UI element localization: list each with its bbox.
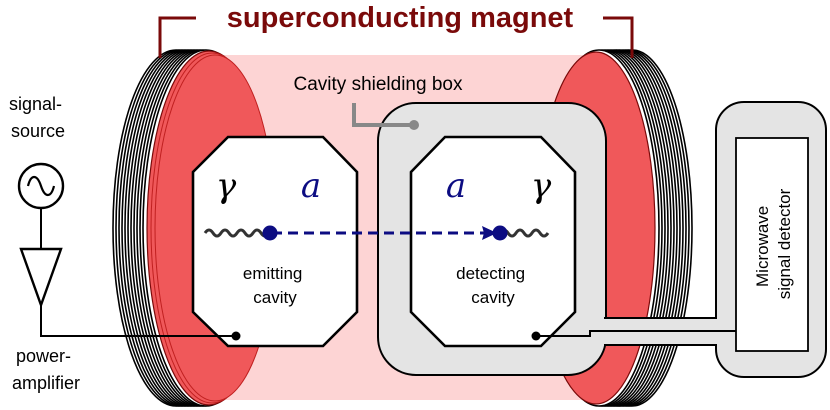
cavity-to-detector-wire: [536, 330, 736, 337]
magnet-bracket: [158, 16, 634, 58]
detector-box: [735, 137, 809, 352]
detector-label-line2: signal detector: [775, 188, 794, 299]
signal-source-icon: [17, 162, 65, 210]
detecting-axion-dot: [492, 225, 508, 241]
emitting-gamma-symbol: γ: [216, 166, 237, 206]
magnet-title: superconducting magnet: [227, 2, 574, 34]
power-amplifier-label-line2: amplifier: [12, 373, 80, 393]
emitting-axion-symbol: a: [301, 166, 321, 206]
power-amplifier-label-line1: power-: [16, 346, 71, 366]
detector-label-line1: Microwave: [753, 206, 772, 287]
emitting-cavity-label-line1: emitting: [243, 264, 303, 283]
emitting-coupler-dot: [231, 331, 241, 341]
emitting-photon-wave: [203, 228, 271, 238]
detecting-cavity-label-line2: cavity: [471, 288, 515, 307]
emitting-cavity[interactable]: [191, 135, 359, 348]
emitting-cavity-label: emitting cavity: [243, 264, 307, 307]
shield-label: Cavity shielding box: [294, 74, 463, 95]
signal-source-label: signal- source: [9, 94, 67, 141]
signal-source-label-line2: source: [11, 121, 65, 141]
detecting-cavity[interactable]: [409, 135, 577, 348]
amp-to-cavity-wire: [40, 305, 236, 337]
detecting-coupler-dot: [531, 331, 541, 341]
emitting-cavity-label-line2: cavity: [253, 288, 297, 307]
detecting-cavity-label-line1: detecting: [456, 264, 525, 283]
detecting-gamma-symbol: γ: [531, 166, 552, 206]
shield-label-leader: [352, 103, 414, 127]
sine-wave-icon: [26, 175, 56, 197]
detecting-axion-symbol: a: [446, 166, 466, 206]
detecting-cavity-label: detecting cavity: [456, 264, 530, 307]
power-amplifier-label: power- amplifier: [12, 346, 80, 393]
axion-beam-arrowhead: [482, 226, 497, 240]
shield-label-dot: [409, 120, 419, 130]
detecting-photon-wave: [498, 228, 550, 238]
detector-label: Microwave signal detector: [753, 188, 794, 299]
triangle-amplifier-icon: [19, 247, 63, 309]
emitting-axion-dot: [262, 225, 278, 241]
signal-source-label-line1: signal-: [9, 94, 62, 114]
